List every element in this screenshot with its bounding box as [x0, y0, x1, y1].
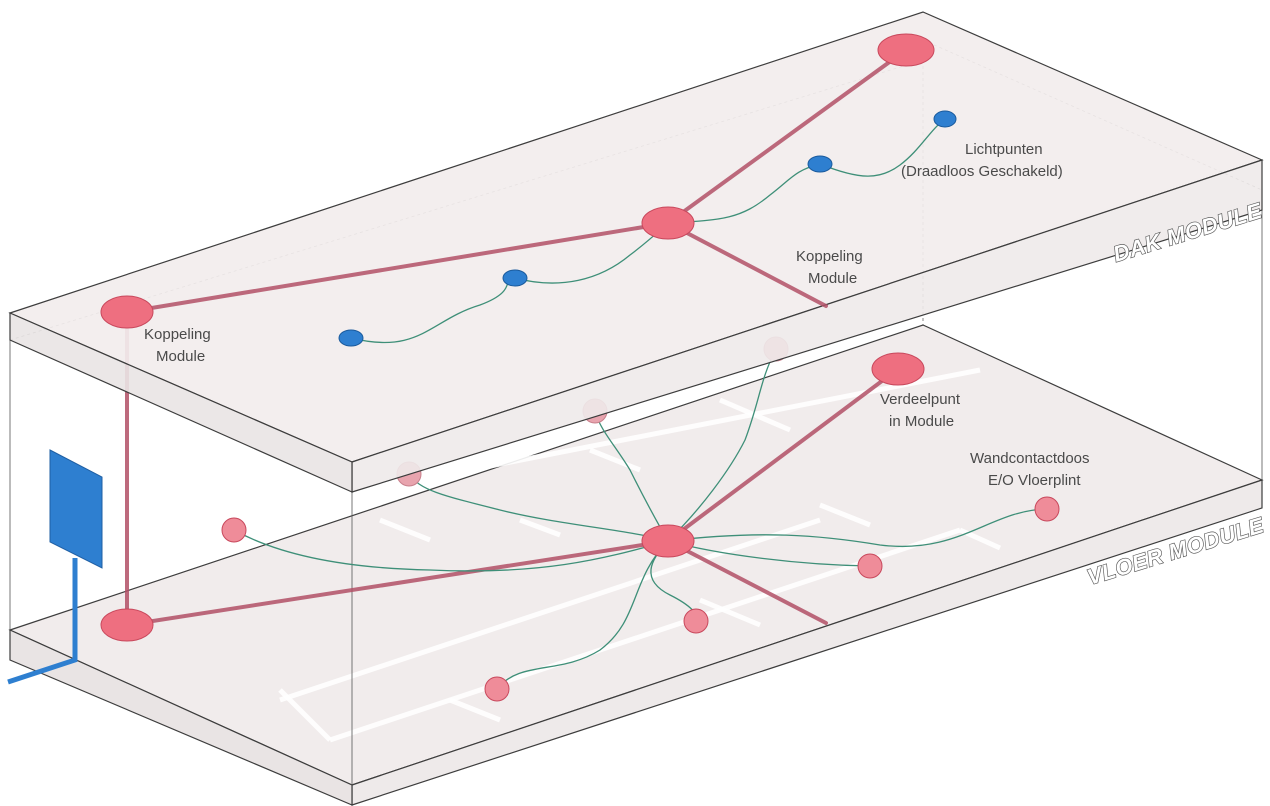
roof-nodes — [100, 33, 957, 347]
roof-trunk-back — [666, 48, 908, 225]
floor-trunk-front — [666, 539, 828, 625]
socket-label-line1: Wandcontactdoos — [970, 450, 1090, 467]
socket-node — [221, 517, 247, 543]
floor-plan — [278, 367, 1002, 743]
utility-pipe — [7, 558, 78, 685]
socket-label-line2: E/O Vloerplint — [988, 472, 1081, 489]
distribution-label-line2: in Module — [889, 413, 954, 430]
roof-coupling-node-back — [877, 33, 935, 67]
lights-label-line1: Lichtpunten — [965, 141, 1043, 158]
socket-node — [857, 553, 883, 579]
floor-distribution-hub — [641, 524, 695, 558]
lights-label-line2: (Draadloos Geschakeld) — [901, 163, 1063, 180]
socket-node — [484, 676, 510, 702]
light-point — [338, 329, 364, 347]
roof-wiring — [125, 48, 946, 344]
distribution-label-line1: Verdeelpunt — [880, 391, 961, 408]
light-point — [933, 110, 957, 128]
coupling-right-label-line1: Koppeling — [796, 248, 863, 265]
roof-trunk-front — [666, 221, 828, 308]
floor-trunk-left — [125, 539, 670, 627]
floor-module — [8, 324, 1264, 806]
distribution-point-node — [871, 352, 925, 386]
light-point — [502, 269, 528, 287]
floor-trunk-right — [666, 367, 900, 543]
coupling-right-label-line2: Module — [808, 270, 857, 287]
roof-left-face — [9, 312, 353, 493]
socket-node — [1034, 496, 1060, 522]
roof-distribution-hub — [641, 206, 695, 240]
coupling-left-label-line2: Module — [156, 348, 205, 365]
roof-trunk-left — [125, 221, 670, 314]
meter-cabinet — [49, 449, 103, 569]
floor-wiring — [125, 348, 1048, 690]
utility-connection — [7, 449, 103, 685]
roof-coupling-node-left — [100, 295, 154, 329]
light-point — [807, 155, 833, 173]
floor-coupling-node — [100, 608, 154, 642]
socket-node — [683, 608, 709, 634]
floor-left-face — [9, 629, 353, 806]
coupling-left-label-line1: Koppeling — [144, 326, 211, 343]
